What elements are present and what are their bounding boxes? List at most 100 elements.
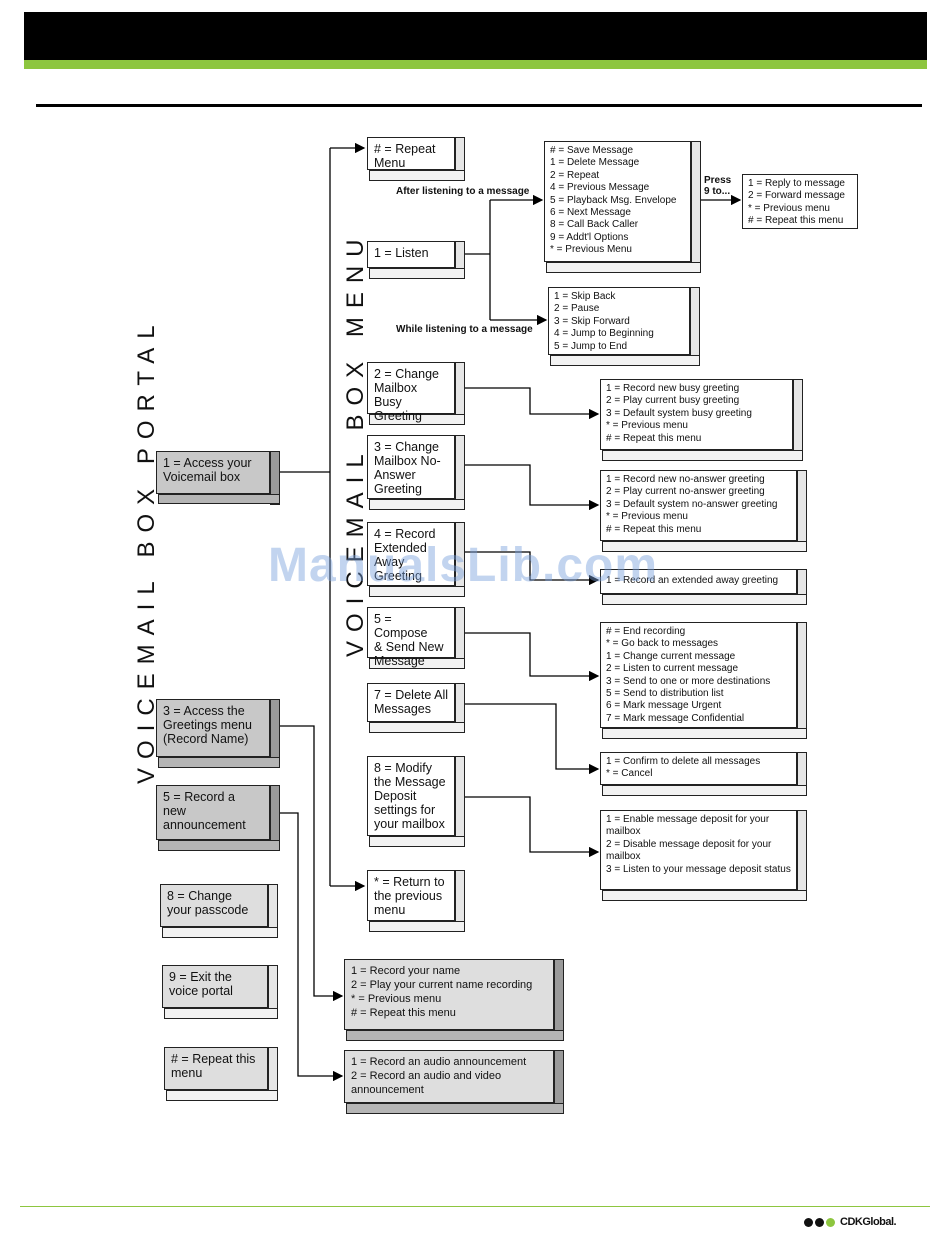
box-bottom bbox=[602, 728, 807, 739]
box-bottom bbox=[369, 170, 465, 181]
menu-line: * = Cancel bbox=[606, 768, 653, 780]
menu-line: 3 = Skip Forward bbox=[554, 315, 630, 327]
title-rule bbox=[36, 104, 922, 107]
box-side bbox=[691, 141, 701, 273]
menu-line: * = Previous Menu bbox=[550, 244, 632, 256]
box-bottom bbox=[369, 586, 465, 597]
menu-option-compose: 5 = Compose & Send New Message bbox=[367, 607, 455, 668]
footer-rule bbox=[20, 1206, 930, 1207]
box-bottom bbox=[162, 927, 278, 938]
box-bottom bbox=[369, 836, 465, 847]
menu-line: 5 = Jump to End bbox=[554, 340, 628, 352]
menu-line: 2 = Play current no-answer greeting bbox=[606, 486, 765, 498]
logo-dot-icon bbox=[826, 1217, 835, 1227]
menu-option-return: * = Return to the previous menu bbox=[367, 870, 455, 921]
menu-line: 1 = Confirm to delete all messages bbox=[606, 756, 761, 767]
menu-line: 2 = Listen to current message bbox=[606, 663, 739, 675]
menu-line: 1 = Change current message bbox=[606, 650, 736, 662]
menu-line: # = Repeat this menu bbox=[351, 1007, 456, 1019]
menu-line: * = Previous menu bbox=[748, 202, 830, 214]
portal-option-repeat: # = Repeat this menu bbox=[164, 1047, 268, 1090]
menu-line: 2 = Repeat bbox=[550, 169, 600, 181]
menu-line: # = Repeat this menu bbox=[748, 215, 844, 227]
menu-option-repeat: # = Repeat Menu bbox=[367, 137, 455, 170]
menu-line: 9 = Addt'l Options bbox=[550, 231, 629, 243]
box-bottom bbox=[166, 1090, 278, 1101]
box-bottom bbox=[158, 840, 280, 851]
menu-line: 3 = Listen to your message deposit statu… bbox=[606, 863, 791, 875]
box-bottom bbox=[550, 355, 700, 366]
menu-line: 1 = Delete Message bbox=[550, 157, 640, 169]
portal-option-announcement: 5 = Record a new announcement bbox=[156, 785, 270, 840]
menu-title: VOICEMAIL BOX MENU bbox=[342, 230, 369, 658]
menu-line: 1 = Record an audio announcement bbox=[351, 1056, 527, 1068]
box-bottom bbox=[369, 268, 465, 279]
menu-line: # = End recording bbox=[606, 626, 686, 637]
menu-line: # = Save Message bbox=[550, 145, 634, 156]
menu-line: 2 = Record an audio and video announceme… bbox=[351, 1070, 502, 1096]
menu-line: 2 = Pause bbox=[554, 303, 600, 315]
box-bottom bbox=[369, 658, 465, 669]
box-bottom bbox=[369, 414, 465, 425]
box-bottom bbox=[602, 541, 807, 552]
portal-option-passcode: 8 = Change your passcode bbox=[160, 884, 268, 927]
box-bottom bbox=[602, 890, 807, 901]
submenu-message-deposit: 1 = Enable message deposit for your mail… bbox=[600, 810, 797, 890]
box-bottom bbox=[602, 785, 807, 796]
menu-line: * = Go back to messages bbox=[606, 638, 719, 650]
menu-line: 6 = Mark message Urgent bbox=[606, 700, 722, 712]
menu-line: * = Previous menu bbox=[351, 993, 442, 1005]
menu-option-away-greeting: 4 = Record Extended Away Greeting bbox=[367, 522, 455, 586]
menu-line: 3 = Default system busy greeting bbox=[606, 407, 752, 419]
menu-line: 3 = Default system no-answer greeting bbox=[606, 498, 778, 510]
after-listening-label: After listening to a message bbox=[396, 186, 530, 197]
box-bottom bbox=[369, 722, 465, 733]
box-side bbox=[455, 756, 465, 847]
cdk-logo: CDKGlobal. bbox=[804, 1214, 897, 1230]
box-bottom bbox=[158, 494, 280, 504]
menu-line: 4 = Previous Message bbox=[550, 182, 650, 194]
menu-line: 1 = Record your name bbox=[351, 965, 461, 977]
submenu-compose: # = End recording* = Go back to messages… bbox=[600, 622, 797, 728]
box-bottom bbox=[369, 499, 465, 510]
box-bottom bbox=[346, 1030, 564, 1041]
menu-line: 4 = Jump to Beginning bbox=[554, 328, 654, 340]
submenu-announcement: 1 = Record an audio announcement 2 = Reco… bbox=[344, 1050, 554, 1103]
menu-line: 7 = Mark message Confidential bbox=[606, 712, 745, 724]
menu-line: 2 = Disable message deposit for your mai… bbox=[606, 838, 772, 863]
menu-line: 2 = Play current busy greeting bbox=[606, 395, 740, 407]
box-side bbox=[797, 470, 807, 552]
menu-line: 1 = Record an extended away greeting bbox=[606, 575, 779, 586]
logo-text: CDKGlobal. bbox=[840, 1216, 897, 1228]
submenu-away-greeting: 1 = Record an extended away greeting bbox=[600, 569, 797, 594]
menu-line: # = Repeat this menu bbox=[606, 523, 702, 535]
menu-option-listen: 1 = Listen bbox=[367, 241, 455, 268]
box-side bbox=[793, 379, 803, 461]
header-accent bbox=[24, 60, 927, 69]
box-bottom bbox=[602, 450, 803, 461]
box-side bbox=[270, 451, 280, 505]
menu-line: 6 = Next Message bbox=[550, 207, 631, 219]
menu-line: 1 = Record new no-answer greeting bbox=[606, 474, 765, 485]
box-bottom bbox=[158, 757, 280, 768]
menu-line: 1 = Record new busy greeting bbox=[606, 383, 740, 394]
box-side bbox=[554, 959, 564, 1041]
box-bottom bbox=[346, 1103, 564, 1114]
menu-line: 1 = Reply to message bbox=[748, 178, 845, 189]
menu-option-no-answer-greeting: 3 = Change Mailbox No- Answer Greeting bbox=[367, 435, 455, 499]
menu-line: 5 = Send to distribution list bbox=[606, 688, 724, 700]
box-side bbox=[797, 810, 807, 901]
box-bottom bbox=[369, 921, 465, 932]
box-bottom bbox=[546, 262, 701, 273]
portal-option-exit: 9 = Exit the voice portal bbox=[162, 965, 268, 1008]
menu-line: 1 = Skip Back bbox=[554, 291, 616, 302]
watermark: ManualsLib.com bbox=[268, 539, 659, 592]
menu-line: 2 = Forward message bbox=[748, 190, 845, 202]
box-side bbox=[797, 622, 807, 739]
